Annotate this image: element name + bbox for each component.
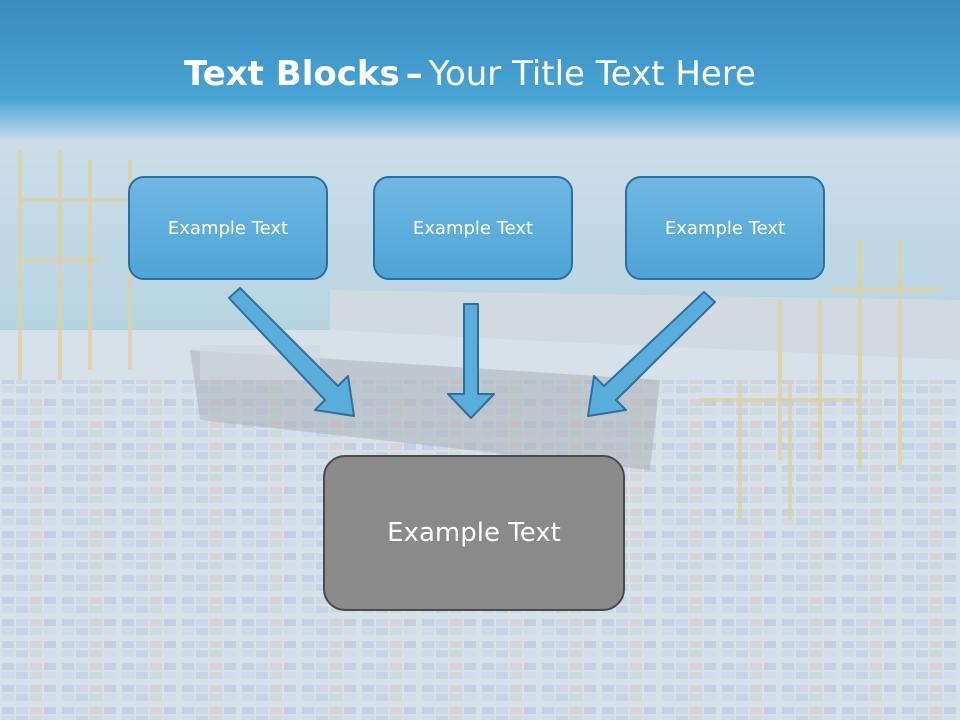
- text-block-1[interactable]: Example Text: [128, 176, 328, 280]
- summary-block[interactable]: Example Text: [323, 455, 625, 611]
- text-block-1-label: Example Text: [167, 217, 289, 239]
- title-separator: –: [405, 54, 423, 94]
- summary-block-label: Example Text: [387, 518, 561, 548]
- title-bold-text: Text Blocks: [184, 54, 400, 94]
- slide-title: Text Blocks–Your Title Text Here: [0, 52, 940, 96]
- title-band: [0, 0, 960, 140]
- text-block-3[interactable]: Example Text: [625, 176, 825, 280]
- text-block-2-label: Example Text: [412, 217, 534, 239]
- text-block-3-label: Example Text: [664, 217, 786, 239]
- title-rest-text: Your Title Text Here: [428, 54, 756, 94]
- text-block-2[interactable]: Example Text: [373, 176, 573, 280]
